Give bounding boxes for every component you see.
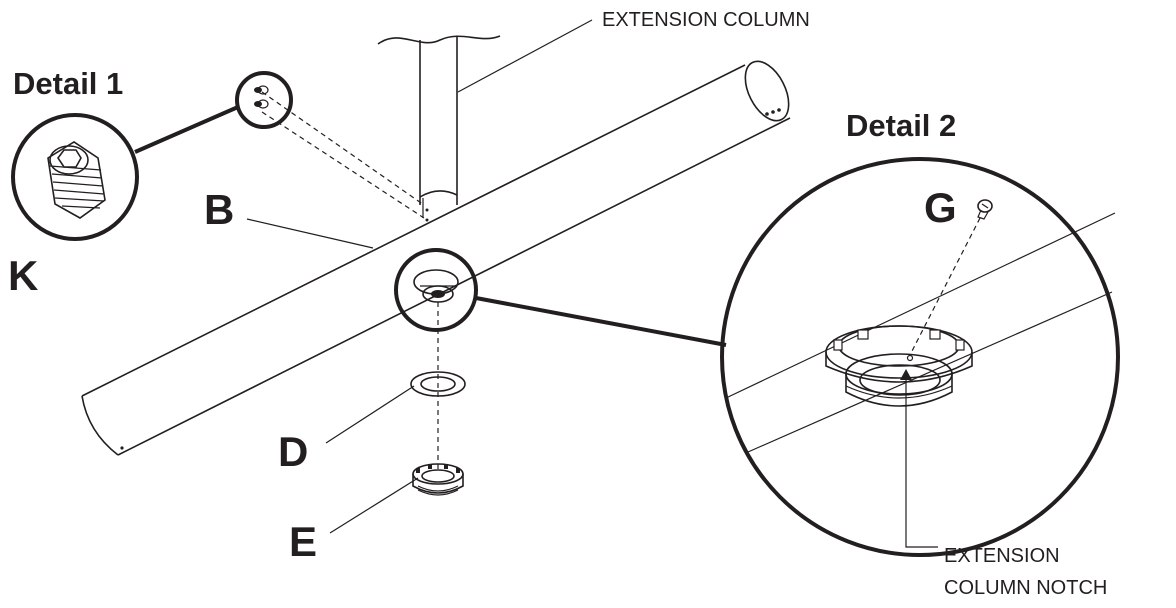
screw-g-guide xyxy=(909,217,981,356)
part-label-g: G xyxy=(924,184,957,231)
part-label-k: K xyxy=(8,252,38,299)
detail1-connector xyxy=(134,105,239,154)
nut-e xyxy=(412,463,464,496)
label-d-leader xyxy=(325,385,415,444)
detail1-guide-upper xyxy=(261,91,425,206)
detail-2-title: Detail 2 xyxy=(846,108,956,143)
extension-column-leader xyxy=(457,19,593,93)
part-label-b: B xyxy=(204,186,234,233)
notch-leader xyxy=(905,378,938,548)
part-label-e: E xyxy=(289,518,317,565)
crossbar-tube xyxy=(81,60,791,456)
detail1-magnified xyxy=(11,113,139,241)
extension-column-label: EXTENSION COLUMN xyxy=(602,9,810,31)
part-label-d: D xyxy=(278,428,308,475)
detail2-magnified xyxy=(720,157,1120,557)
set-screw-k xyxy=(47,141,106,219)
label-b-leader xyxy=(246,218,374,249)
detail-1-title: Detail 1 xyxy=(13,66,123,101)
extension-column xyxy=(377,35,501,222)
label-e-leader xyxy=(329,477,419,534)
hub-detail2-source xyxy=(394,248,478,332)
notch-label-line2: COLUMN NOTCH xyxy=(944,577,1107,599)
detail2-connector xyxy=(475,296,727,347)
notch-label-line1: EXTENSION xyxy=(944,545,1060,567)
notch-arrow-head xyxy=(900,369,912,380)
detail1-guide-lower xyxy=(261,111,425,219)
bushing xyxy=(825,325,973,407)
screw-g xyxy=(977,199,993,220)
washer-d xyxy=(410,371,466,397)
detail1-source-circle xyxy=(235,71,293,129)
